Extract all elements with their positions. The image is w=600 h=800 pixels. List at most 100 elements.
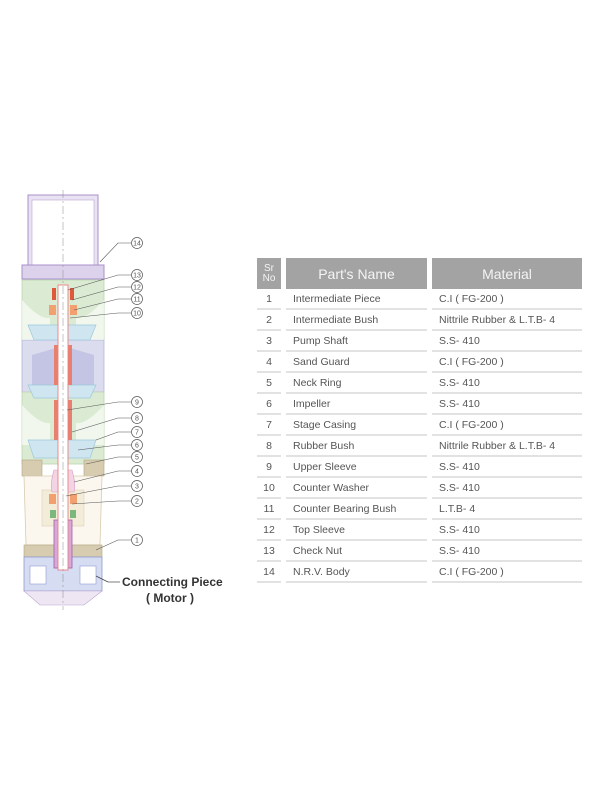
part-name-cell: Counter Bearing Bush — [286, 499, 427, 520]
callout-number: 7 — [135, 430, 139, 437]
callout-leader — [73, 470, 131, 483]
callout-number: 10 — [133, 311, 141, 318]
sr-cell: 14 — [257, 562, 281, 583]
callout-leader — [73, 298, 131, 311]
callout-circle — [131, 281, 143, 293]
neck-ring-left — [21, 459, 43, 477]
part-name-cell: Counter Washer — [286, 478, 427, 499]
callout-leader — [77, 444, 131, 451]
callout-number: 12 — [133, 285, 141, 292]
callout-leader — [71, 286, 131, 301]
callout-number: 9 — [135, 400, 139, 407]
callout-circle — [131, 396, 143, 408]
callout-leader — [95, 539, 131, 551]
callout-number: 8 — [135, 416, 139, 423]
callout-circle — [131, 534, 143, 546]
header-sr: Sr — [264, 262, 274, 274]
callout-number: 3 — [135, 484, 139, 491]
material-cell: S.S- 410 — [432, 520, 582, 541]
sr-cell: 12 — [257, 520, 281, 541]
sr-cell: 7 — [257, 415, 281, 436]
part-name-cell: Check Nut — [286, 541, 427, 562]
sr-cell: 5 — [257, 373, 281, 394]
callout-circle — [131, 307, 143, 319]
material-cell: L.T.B- 4 — [432, 499, 582, 520]
material-cell: C.I ( FG-200 ) — [432, 562, 582, 583]
part-name-cell: Impeller — [286, 394, 427, 415]
material-cell: S.S- 410 — [432, 373, 582, 394]
sr-cell: 13 — [257, 541, 281, 562]
callout-leader — [71, 417, 131, 433]
callout-leader — [67, 274, 131, 291]
callout-circle — [131, 451, 143, 463]
part-name-cell: Sand Guard — [286, 352, 427, 373]
callout-leader — [85, 456, 131, 465]
callout-leader — [95, 431, 131, 441]
callout-number: 5 — [135, 455, 139, 462]
header-part-name: Part's Name — [286, 258, 427, 289]
callout-leader — [69, 312, 131, 319]
part-name-cell: Pump Shaft — [286, 331, 427, 352]
callout-number: 4 — [135, 469, 139, 476]
callout-circle — [131, 237, 143, 249]
callout-circle — [131, 293, 143, 305]
callout-number: 11 — [133, 297, 140, 304]
callout-circle — [131, 439, 143, 451]
sr-cell: 6 — [257, 394, 281, 415]
sr-cell: 4 — [257, 352, 281, 373]
part-name-cell: Intermediate Bush — [286, 310, 427, 331]
callout-leader — [71, 500, 131, 505]
header-no: No — [262, 272, 276, 284]
material-cell: S.S- 410 — [432, 541, 582, 562]
part-name-cell: Neck Ring — [286, 373, 427, 394]
callout-number: 2 — [135, 499, 139, 506]
material-cell: C.I ( FG-200 ) — [432, 289, 582, 310]
connecting-piece-label: Connecting Piece — [122, 575, 223, 589]
connecting-piece-motor-label: ( Motor ) — [146, 591, 194, 605]
part-name-cell: N.R.V. Body — [286, 562, 427, 583]
part-name-cell: Rubber Bush — [286, 436, 427, 457]
part-name-cell: Stage Casing — [286, 415, 427, 436]
sr-cell: 8 — [257, 436, 281, 457]
callout-number: 14 — [133, 241, 141, 248]
callout-circle — [131, 269, 143, 281]
part-name-cell: Top Sleeve — [286, 520, 427, 541]
material-cell: S.S- 410 — [432, 331, 582, 352]
callout-circle — [131, 480, 143, 492]
sr-cell: 1 — [257, 289, 281, 310]
callout-number: 1 — [135, 538, 139, 545]
sr-cell: 9 — [257, 457, 281, 478]
callout-leader — [99, 242, 131, 263]
sr-cell: 2 — [257, 310, 281, 331]
material-cell: Nittrile Rubber & L.T.B- 4 — [432, 436, 582, 457]
sr-cell: 11 — [257, 499, 281, 520]
material-cell: C.I ( FG-200 ) — [432, 352, 582, 373]
callout-circle — [131, 465, 143, 477]
header-material: Material — [432, 258, 582, 289]
callout-number: 6 — [135, 443, 139, 450]
callout-leader — [66, 401, 131, 411]
material-cell: S.S- 410 — [432, 394, 582, 415]
material-cell: C.I ( FG-200 ) — [432, 415, 582, 436]
sr-cell: 3 — [257, 331, 281, 352]
callout-circle — [131, 412, 143, 424]
callout-circle — [131, 426, 143, 438]
part-name-cell: Intermediate Piece — [286, 289, 427, 310]
